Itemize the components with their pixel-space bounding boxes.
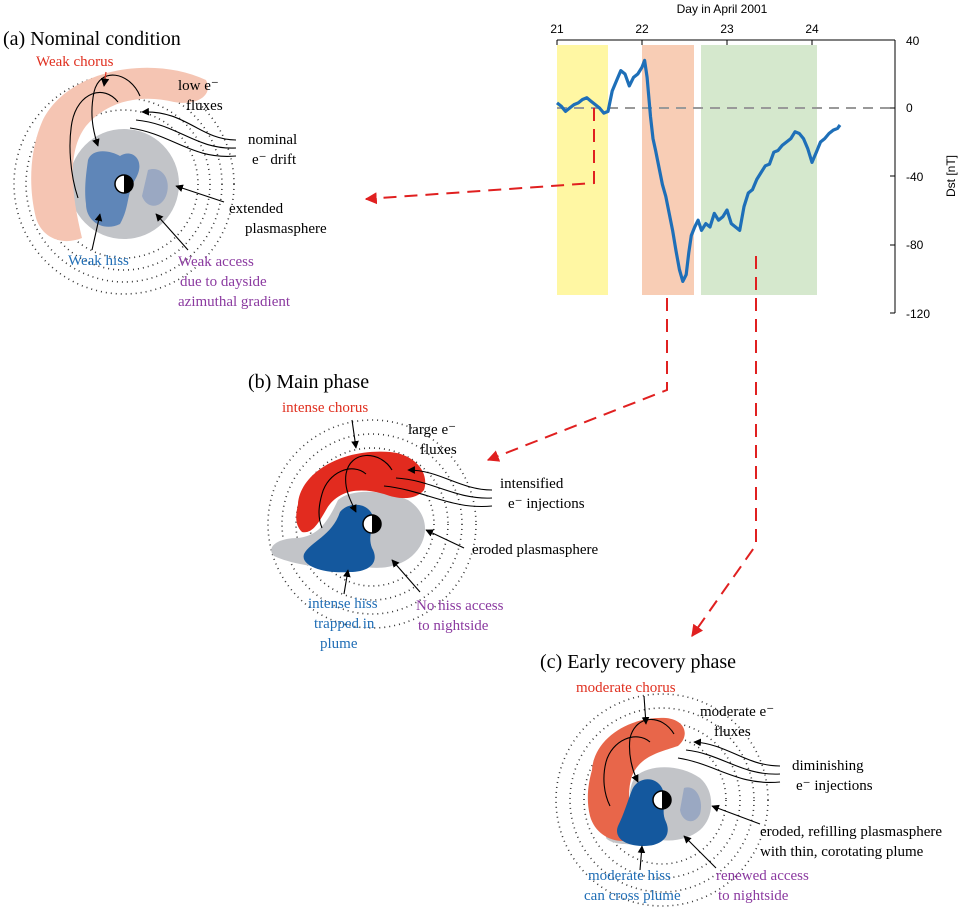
chorus-inner-arc-b — [318, 468, 367, 529]
flux-label-a-2: fluxes — [186, 98, 223, 114]
access-label-b-2: to nightside — [418, 618, 489, 634]
flux-label-b-2: fluxes — [420, 442, 457, 458]
dst-series-line — [556, 58, 842, 283]
plasmasphere-label-c-1: eroded, refilling plasmasphere — [760, 824, 942, 840]
panel-b-title: (b) Main phase — [248, 371, 369, 393]
chorus-label-b: intense chorus — [282, 400, 368, 416]
hiss-region-b — [303, 504, 375, 573]
hiss-pointer-b — [343, 569, 351, 595]
x-tick-label: 24 — [805, 22, 819, 36]
band-initial-phase — [557, 45, 608, 295]
drift-lines-c — [603, 718, 781, 807]
panel-c-title: (c) Early recovery phase — [540, 651, 736, 673]
hiss-label-b-3: plume — [320, 636, 358, 652]
flux-label-a-1: low e⁻ — [178, 78, 219, 94]
hiss-region-a — [85, 151, 140, 227]
drift-label-a-2: e⁻ drift — [252, 152, 297, 168]
hiss-label-c-1: moderate hiss — [588, 868, 671, 884]
x-tick-label: 21 — [550, 22, 564, 36]
y-axis-title: Dst [nT] — [944, 155, 958, 197]
chorus-arc-a — [91, 74, 141, 147]
hiss-label-b-1: intense hiss — [308, 596, 378, 612]
plasmasphere-label-a-2: plasmasphere — [245, 221, 327, 237]
flux-label-c-1: moderate e⁻ — [700, 704, 774, 720]
chorus-label-c: moderate chorus — [576, 680, 676, 696]
x-tick-label: 22 — [635, 22, 649, 36]
access-pointer-a — [155, 213, 189, 251]
earth-night-a — [124, 175, 133, 193]
access-label-a-3: azimuthal gradient — [178, 294, 291, 310]
x-axis-title: Day in April 2001 — [677, 2, 768, 16]
dst-chart: Day in April 2001 21 22 23 24 40 0 -40 -… — [550, 2, 958, 321]
y-tick-label: -120 — [906, 307, 930, 321]
panel-c-recovery: (c) Early recovery phase moderate chorus… — [540, 651, 942, 907]
access-pointer-c — [683, 835, 717, 869]
earth-night-c — [662, 791, 671, 809]
drift-label-c-1: diminishing — [792, 758, 864, 774]
access-label-c-1: renewed access — [716, 868, 809, 884]
plasmasphere-label-c-2: with thin, corotating plume — [760, 844, 924, 860]
y-tick-label: -80 — [906, 238, 924, 252]
chorus-region-b — [296, 451, 426, 533]
drift-lines-a — [69, 74, 237, 199]
connector-to-panel-a — [364, 108, 595, 205]
hiss-pointer-c — [637, 845, 646, 871]
access-label-a-1: Weak access — [178, 254, 254, 270]
flux-label-b-1: large e⁻ — [408, 422, 456, 438]
plasmasphere-label-a-1: extended — [229, 201, 284, 217]
drift-shells-a — [13, 73, 235, 295]
drift-label-c-2: e⁻ injections — [796, 778, 873, 794]
plasmasphere-pointer-b — [425, 529, 465, 549]
y-tick-label: 0 — [906, 101, 913, 115]
hiss-label-c-2: can cross plume — [584, 888, 681, 904]
access-label-a-2: due to dayside — [180, 274, 267, 290]
chorus-inner-arc-c — [603, 736, 651, 807]
panel-b-main: (b) Main phase intense chorus large e⁻ f… — [248, 371, 599, 652]
drift-label-b-1: intensified — [500, 476, 564, 492]
hiss-label-b-2: trapped in — [314, 616, 375, 632]
y-tick-label: -40 — [906, 170, 924, 184]
chorus-pointer-a — [100, 71, 110, 87]
plasmasphere-pointer-c — [711, 804, 761, 825]
earth-night-b — [372, 515, 381, 533]
drift-shells-b — [267, 419, 477, 629]
drift-label-a-1: nominal — [248, 132, 297, 148]
chorus-inner-arc-a — [69, 91, 119, 199]
band-recovery-phase — [701, 45, 817, 295]
hiss-label-a: Weak hiss — [68, 253, 129, 269]
chorus-pointer-b — [351, 419, 359, 449]
connector-to-panel-b — [486, 298, 668, 462]
drift-label-b-2: e⁻ injections — [508, 496, 585, 512]
plasmasphere-bulge-c — [680, 787, 702, 822]
access-label-b-1: No hiss access — [416, 598, 504, 614]
chorus-pointer-c — [641, 695, 650, 725]
y-tick-label: 40 — [906, 34, 920, 48]
chorus-label-a: Weak chorus — [36, 54, 114, 70]
connector-to-panel-c — [691, 256, 757, 637]
chorus-arc-b — [345, 454, 393, 513]
plasmasphere-bulge-a — [142, 169, 168, 206]
x-tick-label: 23 — [720, 22, 734, 36]
panel-a-title: (a) Nominal condition — [3, 28, 181, 50]
access-label-c-2: to nightside — [718, 888, 789, 904]
phase-connectors — [364, 108, 757, 637]
hiss-pointer-a — [91, 213, 103, 251]
flux-label-c-2: fluxes — [714, 724, 751, 740]
panel-a-nominal: (a) Nominal condition Weak chorus low e⁻… — [3, 28, 327, 310]
plasmasphere-label-b: eroded plasmasphere — [472, 542, 599, 558]
plasmasphere-pointer-a — [175, 184, 225, 203]
drift-lines-b — [318, 454, 493, 529]
access-pointer-b — [391, 559, 421, 593]
band-main-phase — [642, 45, 694, 295]
